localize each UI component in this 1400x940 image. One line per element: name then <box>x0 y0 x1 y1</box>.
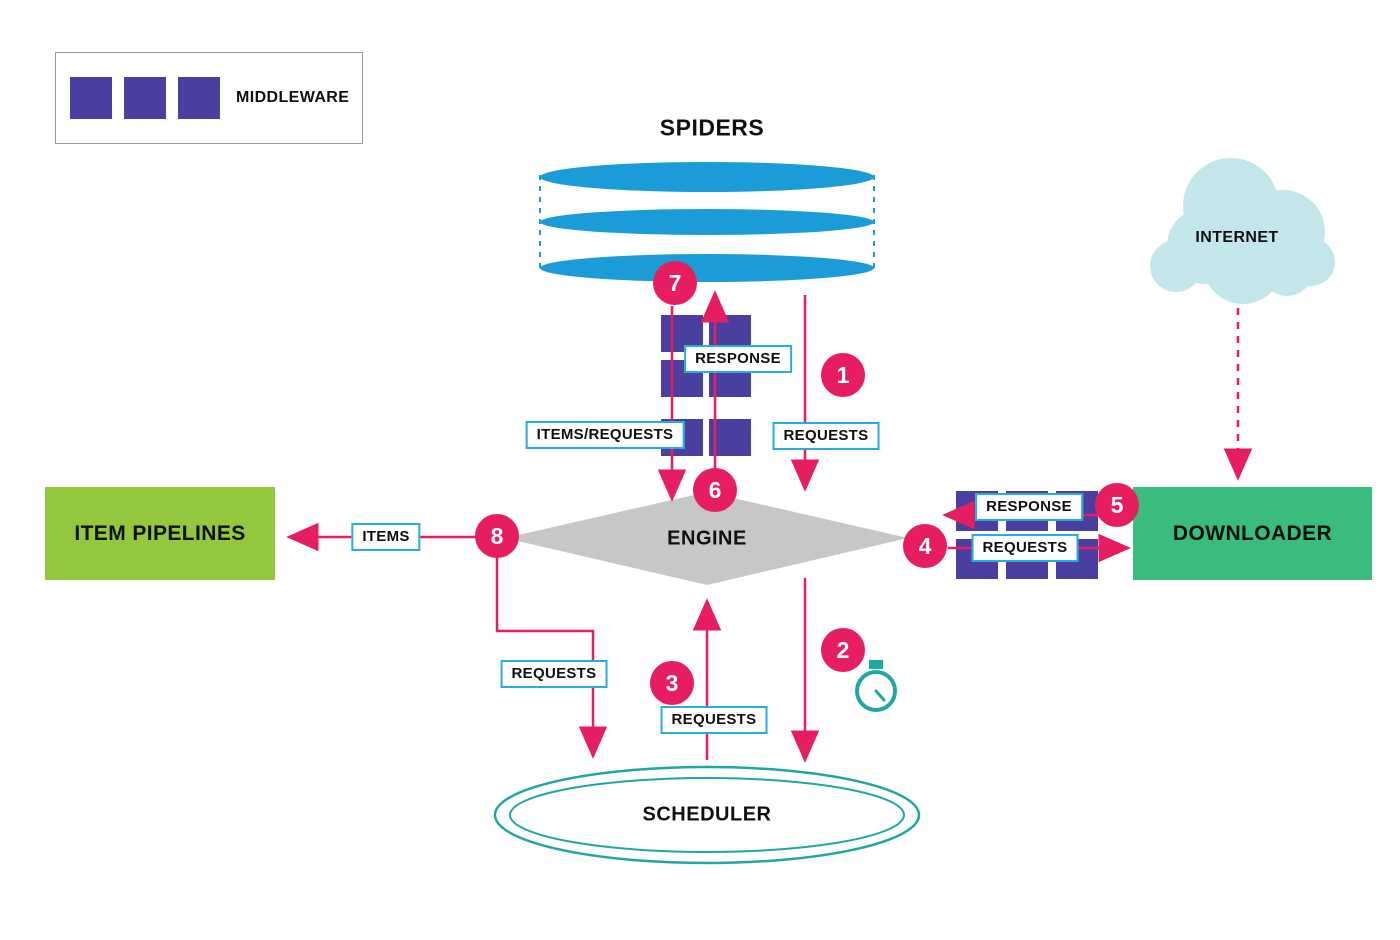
label-requests-downloader: REQUESTS <box>971 534 1079 562</box>
engine-diamond <box>505 492 908 585</box>
label-response-spider: RESPONSE <box>684 345 792 373</box>
arrow-requests-elbow-scheduler <box>495 548 608 759</box>
scheduler-label: SCHEDULER <box>642 803 772 826</box>
internet-label: INTERNET <box>1195 229 1279 246</box>
scheduler-ellipse <box>493 765 921 865</box>
step-2-badge: 2 <box>821 628 865 672</box>
label-requests-scheduler-up: REQUESTS <box>660 706 768 734</box>
stopwatch-icon <box>855 660 897 712</box>
middleware-swatch-icon <box>178 77 220 119</box>
middleware-legend-label: MIDDLEWARE <box>236 89 350 106</box>
step-5-badge: 5 <box>1095 483 1139 527</box>
step-3-badge: 3 <box>650 661 694 705</box>
middleware-swatch-icon <box>124 77 166 119</box>
label-items-requests: ITEMS/REQUESTS <box>525 421 685 449</box>
item-pipelines-node: ITEM PIPELINES <box>45 487 275 580</box>
middleware-swatch-icon <box>70 77 112 119</box>
middleware-legend: MIDDLEWARE <box>55 52 363 144</box>
label-requests-left-elbow: REQUESTS <box>500 660 608 688</box>
downloader-node: DOWNLOADER <box>1133 487 1372 580</box>
step-4-badge: 4 <box>903 524 947 568</box>
step-8-badge: 8 <box>475 514 519 558</box>
downloader-label: DOWNLOADER <box>1172 521 1333 545</box>
step-1-badge: 1 <box>821 353 865 397</box>
label-requests-spider: REQUESTS <box>772 422 880 450</box>
label-response-downloader: RESPONSE <box>975 493 1083 521</box>
internet-cloud <box>1150 158 1335 304</box>
item-pipelines-label: ITEM PIPELINES <box>74 521 246 545</box>
spiders-title: SPIDERS <box>659 114 765 141</box>
step-7-badge: 7 <box>653 261 697 305</box>
step-6-badge: 6 <box>693 468 737 512</box>
label-items: ITEMS <box>351 523 421 551</box>
middleware-legend-swatches <box>70 77 220 119</box>
engine-label: ENGINE <box>667 527 747 550</box>
spiders-cylinder <box>539 162 875 282</box>
